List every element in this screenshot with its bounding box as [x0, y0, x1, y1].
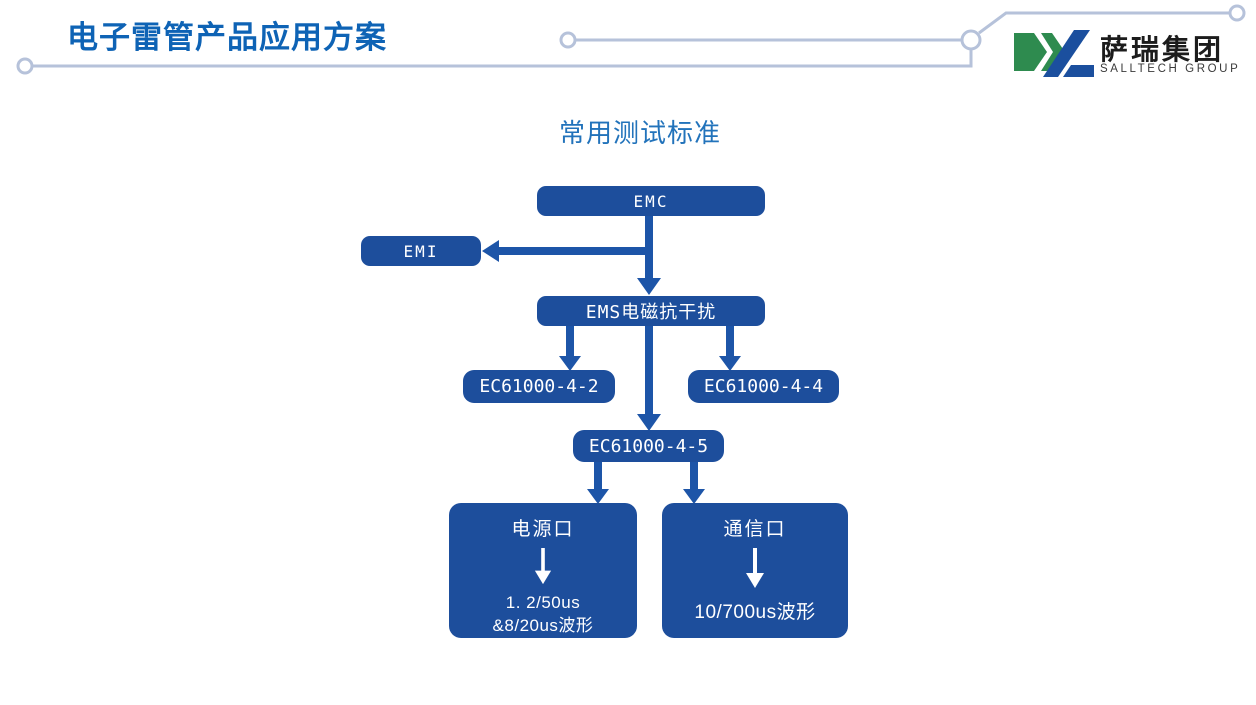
- arrow-ems-emi-shaft: [498, 247, 649, 255]
- node-ems: EMS电磁抗干扰: [537, 296, 765, 326]
- logo-blue-slash: [1043, 30, 1090, 77]
- node-comm-port: 通信口 10/700us波形: [662, 503, 848, 638]
- power-port-title: 电源口: [511, 519, 575, 540]
- logo-green-chevron: [1041, 33, 1065, 71]
- power-port-waveform-line1: 1. 2/50us: [505, 593, 581, 613]
- arrow-ems-ec42-head: [559, 356, 581, 371]
- arrow-ems-ec44-shaft: [726, 325, 734, 357]
- arrow-ems-ec45-head: [637, 414, 661, 431]
- arrow-ec45-power-head: [587, 489, 609, 504]
- node-power-port: 电源口 1. 2/50us &8/20us波形: [449, 503, 637, 638]
- company-logo: 萨瑞集团 SALLTECH GROUP: [1010, 27, 1241, 79]
- arrow-ec45-comm-shaft: [690, 462, 698, 490]
- comm-port-title: 通信口: [723, 519, 787, 540]
- power-port-waveform-line2: &8/20us波形: [492, 616, 594, 636]
- node-ec61000-4-2: EC61000-4-2: [463, 370, 615, 403]
- node-emc: EMC: [537, 186, 765, 216]
- arrow-ems-ec44-head: [719, 356, 741, 371]
- decor-circle-middle: [559, 31, 577, 49]
- decor-circle-right: [1228, 4, 1246, 22]
- logo-blue-foot: [1063, 65, 1094, 77]
- arrow-ec45-power-shaft: [594, 462, 602, 490]
- arrow-ems-ec42-shaft: [566, 325, 574, 357]
- node-ec61000-4-5: EC61000-4-5: [573, 430, 724, 462]
- logo-green-block: [1014, 33, 1047, 71]
- arrow-ec45-comm-head: [683, 489, 705, 504]
- decor-circle-junction: [960, 29, 982, 51]
- diagram-subtitle: 常用测试标准: [558, 118, 721, 148]
- comm-port-waveform: 10/700us波形: [694, 602, 816, 623]
- page-title: 电子雷管产品应用方案: [67, 20, 387, 55]
- arrow-ems-emi-head: [482, 240, 499, 262]
- down-arrow-icon: [534, 548, 552, 585]
- decor-lines: [16, 4, 1246, 75]
- power-port-waveform: 1. 2/50us &8/20us波形: [493, 592, 594, 638]
- arrow-emc-ems-head: [637, 278, 661, 295]
- node-ec61000-4-4: EC61000-4-4: [688, 370, 839, 403]
- decor-circle-left: [16, 57, 34, 75]
- logo-name-en: SALLTECH GROUP: [1100, 63, 1241, 75]
- decor-line-bottom: [32, 50, 973, 68]
- node-emi: EMI: [361, 236, 481, 266]
- logo-name-cn: 萨瑞集团: [1100, 34, 1225, 65]
- down-arrow-icon: [746, 548, 764, 588]
- company-logo-icon: [1014, 30, 1094, 77]
- decor-line-top: [978, 11, 1230, 35]
- arrow-ems-ec45-shaft: [645, 325, 653, 415]
